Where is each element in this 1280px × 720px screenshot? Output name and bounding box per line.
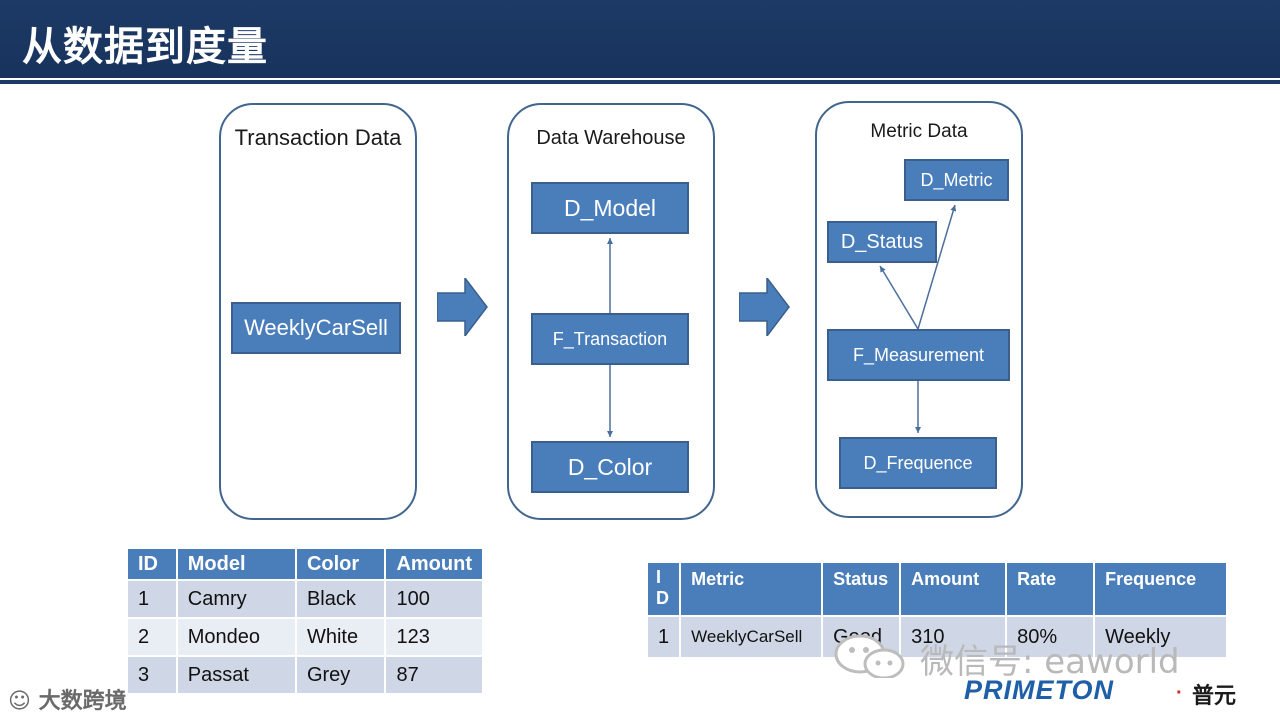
brand-cn-name: 普元 bbox=[1192, 684, 1237, 709]
wechat-icon bbox=[834, 634, 905, 678]
d-metric-box: D_Metric bbox=[904, 159, 1009, 201]
table1-cell: 3 bbox=[126, 655, 178, 695]
metric-data-title: Metric Data bbox=[870, 121, 968, 142]
table2-cell: Weekly bbox=[1093, 615, 1228, 659]
table1-header-color: Color bbox=[294, 547, 387, 581]
header-divider bbox=[0, 80, 1280, 84]
f-transaction-box: F_Transaction bbox=[531, 313, 689, 365]
page-title: 从数据到度量 bbox=[22, 24, 268, 70]
transaction-table: ID Model Color Amount 1 Camry Black 100 … bbox=[126, 547, 484, 695]
d-model-box: D_Model bbox=[531, 182, 689, 234]
arrow-fmeasurement-to-dstatus bbox=[879, 265, 919, 330]
table2-header-status: Status bbox=[821, 561, 902, 617]
table2-cell: 310 bbox=[899, 615, 1008, 659]
table2-cell: 1 bbox=[645, 615, 682, 659]
flow-arrow-2 bbox=[739, 278, 790, 336]
table1-header-id: ID bbox=[126, 547, 178, 581]
d-frequence-box: D_Frequence bbox=[839, 437, 997, 489]
table2-cell: WeeklyCarSell bbox=[679, 615, 824, 659]
flow-arrow-1 bbox=[437, 278, 488, 336]
table1-cell: Black bbox=[294, 579, 387, 619]
header-bar bbox=[0, 0, 1280, 78]
table-row: 1 WeeklyCarSell Good 310 80% Weekly bbox=[645, 615, 1228, 659]
table2-header-amount: Amount bbox=[899, 561, 1008, 617]
table1-cell: 100 bbox=[384, 579, 484, 619]
table2-header-frequence: Frequence bbox=[1093, 561, 1228, 617]
data-warehouse-title: Data Warehouse bbox=[536, 127, 686, 149]
table1-cell: 2 bbox=[126, 617, 178, 657]
table2-cell: 80% bbox=[1005, 615, 1096, 659]
weeklycarsell-box: WeeklyCarSell bbox=[231, 302, 401, 354]
table2-header-rate: Rate bbox=[1005, 561, 1096, 617]
table1-cell: Camry bbox=[175, 579, 297, 619]
table1-cell: White bbox=[294, 617, 387, 657]
table1-cell: 1 bbox=[126, 579, 178, 619]
table1-header-amount: Amount bbox=[384, 547, 484, 581]
metric-table: I D Metric Status Amount Rate Frequence … bbox=[645, 561, 1228, 659]
left-logo: ☺ 大数跨境 bbox=[8, 683, 127, 715]
transaction-data-title: Transaction Data bbox=[234, 125, 402, 150]
table-row: 3 Passat Grey 87 bbox=[126, 655, 484, 695]
d-status-box: D_Status bbox=[827, 221, 937, 263]
table1-cell: 123 bbox=[384, 617, 484, 657]
arrow-fmeasurement-to-dmetric bbox=[917, 204, 957, 330]
left-logo-icon: ☺ bbox=[8, 689, 31, 714]
table1-cell: Mondeo bbox=[175, 617, 297, 657]
left-logo-text: 大数跨境 bbox=[38, 689, 127, 714]
table-row: 1 Camry Black 100 bbox=[126, 579, 484, 619]
primeton-logo: PRIMETON bbox=[964, 675, 1115, 705]
d-color-box: D_Color bbox=[531, 441, 689, 493]
f-measurement-box: F_Measurement bbox=[827, 329, 1010, 381]
table-row: 2 Mondeo White 123 bbox=[126, 617, 484, 657]
table1-header-model: Model bbox=[175, 547, 297, 581]
table2-header-metric: Metric bbox=[679, 561, 824, 617]
brand-dot: · bbox=[1176, 682, 1183, 704]
table2-header-id: I D bbox=[645, 561, 682, 617]
table1-cell: Passat bbox=[175, 655, 297, 695]
wechat-id-text: 微信号: eaworld bbox=[920, 642, 1180, 682]
table1-cell: 87 bbox=[384, 655, 484, 695]
table1-cell: Grey bbox=[294, 655, 387, 695]
